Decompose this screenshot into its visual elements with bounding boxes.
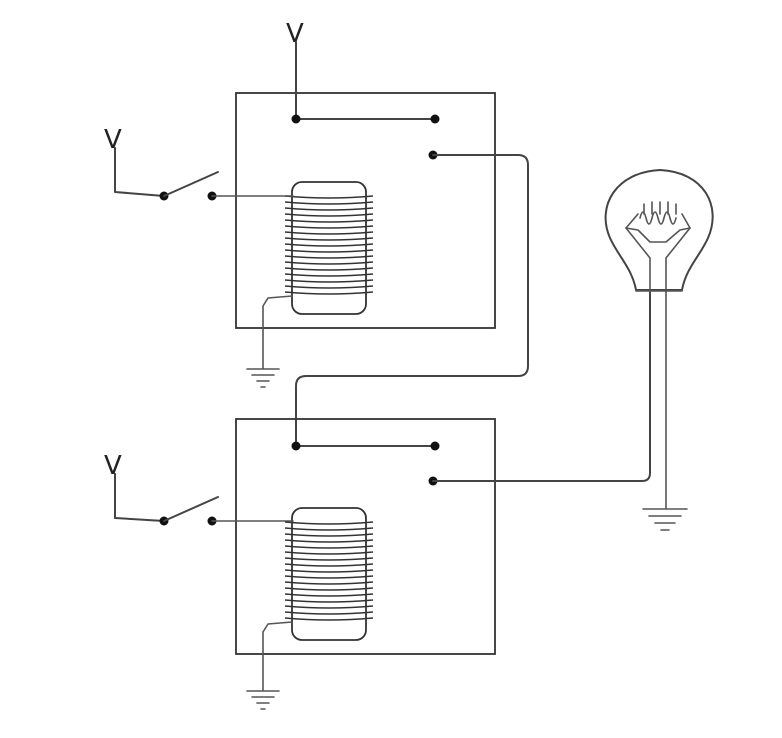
lamp-feed-wire bbox=[432, 291, 651, 482]
coil-winding bbox=[284, 563, 374, 567]
relay-1: V V bbox=[104, 19, 496, 388]
coil-winding bbox=[284, 207, 374, 211]
light-bulb-filament bbox=[625, 201, 691, 293]
coil-winding bbox=[284, 557, 374, 561]
relay-2-coil-windings bbox=[284, 521, 374, 621]
coil-winding bbox=[284, 279, 374, 283]
supply-v-label-top: V bbox=[286, 19, 304, 49]
coil-winding bbox=[284, 521, 374, 525]
relay-1-ground-symbol bbox=[246, 368, 280, 388]
coil-winding bbox=[284, 611, 374, 615]
coil-winding bbox=[284, 273, 374, 277]
coil-winding bbox=[284, 539, 374, 543]
relay-1-housing bbox=[235, 92, 496, 329]
coil-winding bbox=[284, 195, 374, 199]
relay-2-switch-lever bbox=[163, 496, 219, 522]
coil-winding bbox=[284, 599, 374, 603]
relay-1-contact-a bbox=[430, 114, 440, 124]
coil-winding bbox=[284, 581, 374, 585]
supply-v-label-relay-2: V bbox=[104, 451, 122, 481]
coil-winding bbox=[284, 617, 374, 621]
coil-winding bbox=[284, 237, 374, 241]
coil-winding bbox=[284, 551, 374, 555]
relay-2-common-terminal bbox=[291, 441, 301, 451]
relay-1-switch-lever bbox=[163, 171, 219, 197]
coil-winding bbox=[284, 201, 374, 205]
coil-winding bbox=[284, 569, 374, 573]
coil-winding bbox=[284, 593, 374, 597]
relay-2-coil-ground-wire bbox=[262, 621, 293, 691]
coil-winding bbox=[284, 545, 374, 549]
coil-winding bbox=[284, 249, 374, 253]
coil-winding bbox=[284, 527, 374, 531]
coil-winding bbox=[284, 213, 374, 217]
coil-winding bbox=[284, 225, 374, 229]
coil-winding bbox=[284, 285, 374, 289]
relay-interconnect-wire bbox=[295, 154, 529, 447]
relay-1-switch-input-wire bbox=[114, 147, 165, 197]
relay-1-common-wire bbox=[295, 41, 436, 120]
relay-2-coil bbox=[284, 507, 374, 641]
coil-winding bbox=[284, 261, 374, 265]
coil-winding bbox=[284, 219, 374, 223]
relay-2: V bbox=[104, 418, 496, 710]
relay-2-switch-input-wire bbox=[114, 473, 165, 522]
supply-v-label-relay-1: V bbox=[104, 125, 122, 155]
coil-winding bbox=[284, 605, 374, 609]
coil-winding bbox=[284, 533, 374, 537]
relay-2-housing bbox=[235, 418, 496, 655]
coil-winding bbox=[284, 267, 374, 271]
light-bulb bbox=[604, 168, 714, 531]
relay-1-common-terminal bbox=[291, 114, 301, 124]
relay-2-contact-a bbox=[430, 441, 440, 451]
lamp-ground-symbol bbox=[642, 508, 688, 531]
coil-winding bbox=[284, 243, 374, 247]
coil-winding bbox=[284, 291, 374, 295]
relay-1-coil bbox=[284, 181, 374, 315]
coil-winding bbox=[284, 587, 374, 591]
light-bulb-glass bbox=[604, 168, 714, 291]
coil-winding bbox=[284, 255, 374, 259]
coil-winding bbox=[284, 575, 374, 579]
relay-1-coil-windings bbox=[284, 195, 374, 295]
coil-winding bbox=[284, 231, 374, 235]
relay-1-coil-ground-wire bbox=[262, 295, 293, 369]
relay-2-ground-symbol bbox=[246, 690, 280, 710]
